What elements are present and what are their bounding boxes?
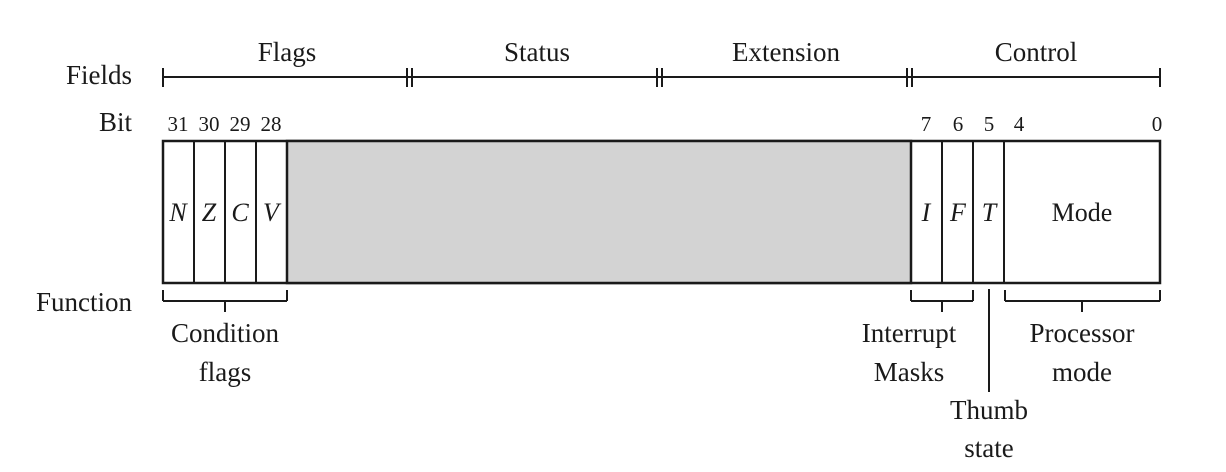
flag-f: F [949,198,967,227]
flag-i: I [921,198,932,227]
interrupt-masks-label-line1: Interrupt [862,318,957,348]
interrupt-masks-label-line2: Masks [874,357,945,387]
flag-c: C [231,198,249,227]
processor-mode-label-line1: Processor [1030,318,1135,348]
flag-v: V [263,198,282,227]
field-flags: Flags [258,37,317,67]
bit-number: 5 [984,112,995,136]
mode-cell-label: Mode [1052,198,1113,227]
flag-t: T [982,198,998,227]
bit-number: 30 [199,112,220,136]
thumb-state-label-line2: state [964,433,1013,463]
reserved-bits-area [285,139,913,285]
flag-n: N [168,198,188,227]
interrupt-masks-bracket [910,290,974,312]
fields-bracket [162,68,1161,87]
bit-number: 28 [261,112,282,136]
condition-flags-bracket [162,290,288,312]
processor-mode-bracket [1004,290,1161,312]
fields-row-label: Fields [66,60,132,90]
condition-flags-label-line1: Condition [171,318,280,348]
bit-number: 29 [230,112,251,136]
function-row-label: Function [36,287,133,317]
field-extension: Extension [732,37,840,67]
condition-flags-label-line2: flags [199,357,251,387]
bit-number: 0 [1152,112,1163,136]
bit-number: 4 [1014,112,1025,136]
thumb-state-label-line1: Thumb [950,395,1028,425]
cell-dividers [193,141,1005,283]
field-control: Control [995,37,1078,67]
field-status: Status [504,37,570,67]
processor-mode-label-line2: mode [1052,357,1112,387]
flag-z: Z [202,198,217,227]
bit-number: 31 [168,112,189,136]
bit-number: 6 [953,112,964,136]
bit-number: 7 [921,112,932,136]
bit-row-label: Bit [99,107,133,137]
